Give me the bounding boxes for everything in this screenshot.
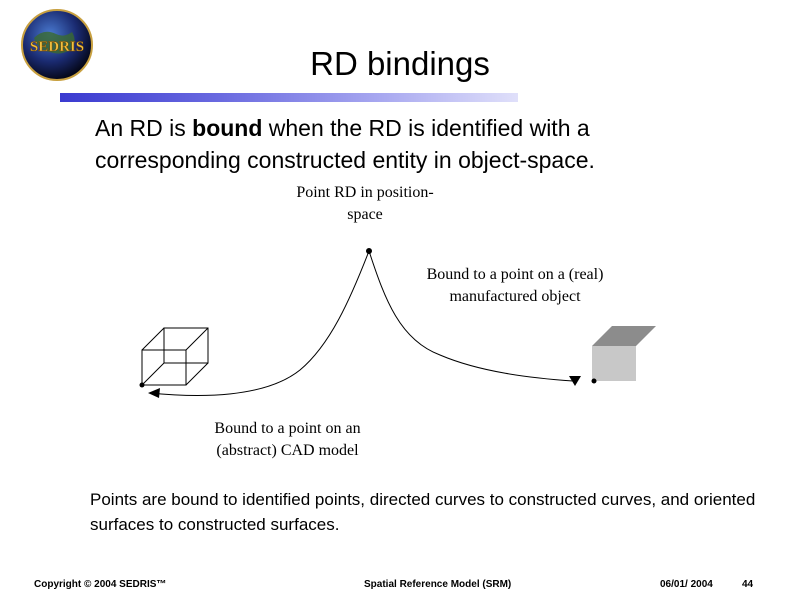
intro-bold-word: bound [192, 115, 263, 141]
footer-title: Spatial Reference Model (SRM) [364, 579, 512, 590]
intro-part-1: An RD is [95, 115, 193, 141]
binding-curve-left [149, 250, 370, 397]
sedris-logo: SEDRIS [21, 9, 93, 81]
slide-title: RD bindings [310, 45, 490, 82]
footer-copyright: Copyright © 2004 SEDRIS™ [34, 579, 167, 590]
object-point [591, 378, 597, 384]
intro-part-3: when the RD is identified with a corresp… [95, 115, 595, 173]
summary-text: Points are bound to identified points, d… [90, 490, 756, 534]
logo-text: SEDRIS [30, 39, 84, 55]
arrowhead-right [569, 376, 581, 386]
intro-text: An RD is bound when the RD is identified… [95, 112, 735, 176]
solid-box [592, 326, 656, 381]
label-point-rd: Point RD in position-space [296, 184, 434, 223]
footer-date: 06/01/ 2004 [660, 579, 713, 590]
footer-page-number: 44 [742, 579, 754, 590]
label-cad-model: Bound to a point on an (abstract) CAD mo… [214, 420, 361, 459]
wireframe-cube [141, 327, 209, 386]
title-underline-bar [60, 93, 518, 102]
arrowhead-left [148, 388, 160, 398]
cad-point [139, 382, 145, 388]
binding-curve-right [368, 250, 574, 382]
label-manufactured-object: Bound to a point on a (real) manufacture… [426, 266, 604, 305]
